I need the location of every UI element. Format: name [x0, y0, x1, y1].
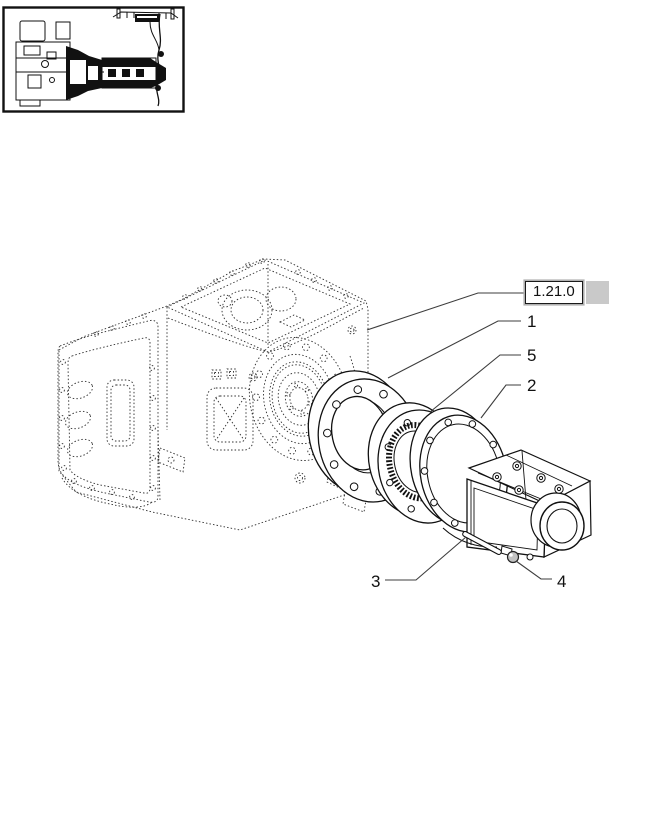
callout-4: 4 — [557, 572, 567, 591]
thumbnail-cross-section[interactable] — [2, 6, 185, 113]
leader-1 — [387, 320, 521, 379]
section-reference-link[interactable]: 1.21.0 — [525, 281, 583, 304]
bolt-holes — [59, 359, 156, 500]
callout-3: 3 — [371, 572, 381, 591]
section-reference-highlight — [585, 281, 609, 304]
callout-2: 2 — [527, 376, 537, 395]
leader-3 — [385, 536, 467, 581]
leader-ref — [366, 292, 525, 331]
callout-1: 1 — [527, 312, 537, 331]
leader-5 — [429, 354, 521, 413]
leader-2 — [480, 384, 521, 419]
section-reference-tab: 1.21.0 — [525, 281, 609, 304]
leader-4 — [515, 560, 552, 580]
part-3-pin — [462, 531, 502, 555]
bolt-holes — [93, 258, 349, 337]
bolt-holes — [285, 383, 313, 415]
part-4-ball — [506, 550, 520, 564]
callout-5: 5 — [527, 346, 537, 365]
part-2-final-drive-housing — [409, 407, 592, 561]
bolt-heads — [492, 461, 564, 495]
leader-lines — [366, 292, 552, 581]
